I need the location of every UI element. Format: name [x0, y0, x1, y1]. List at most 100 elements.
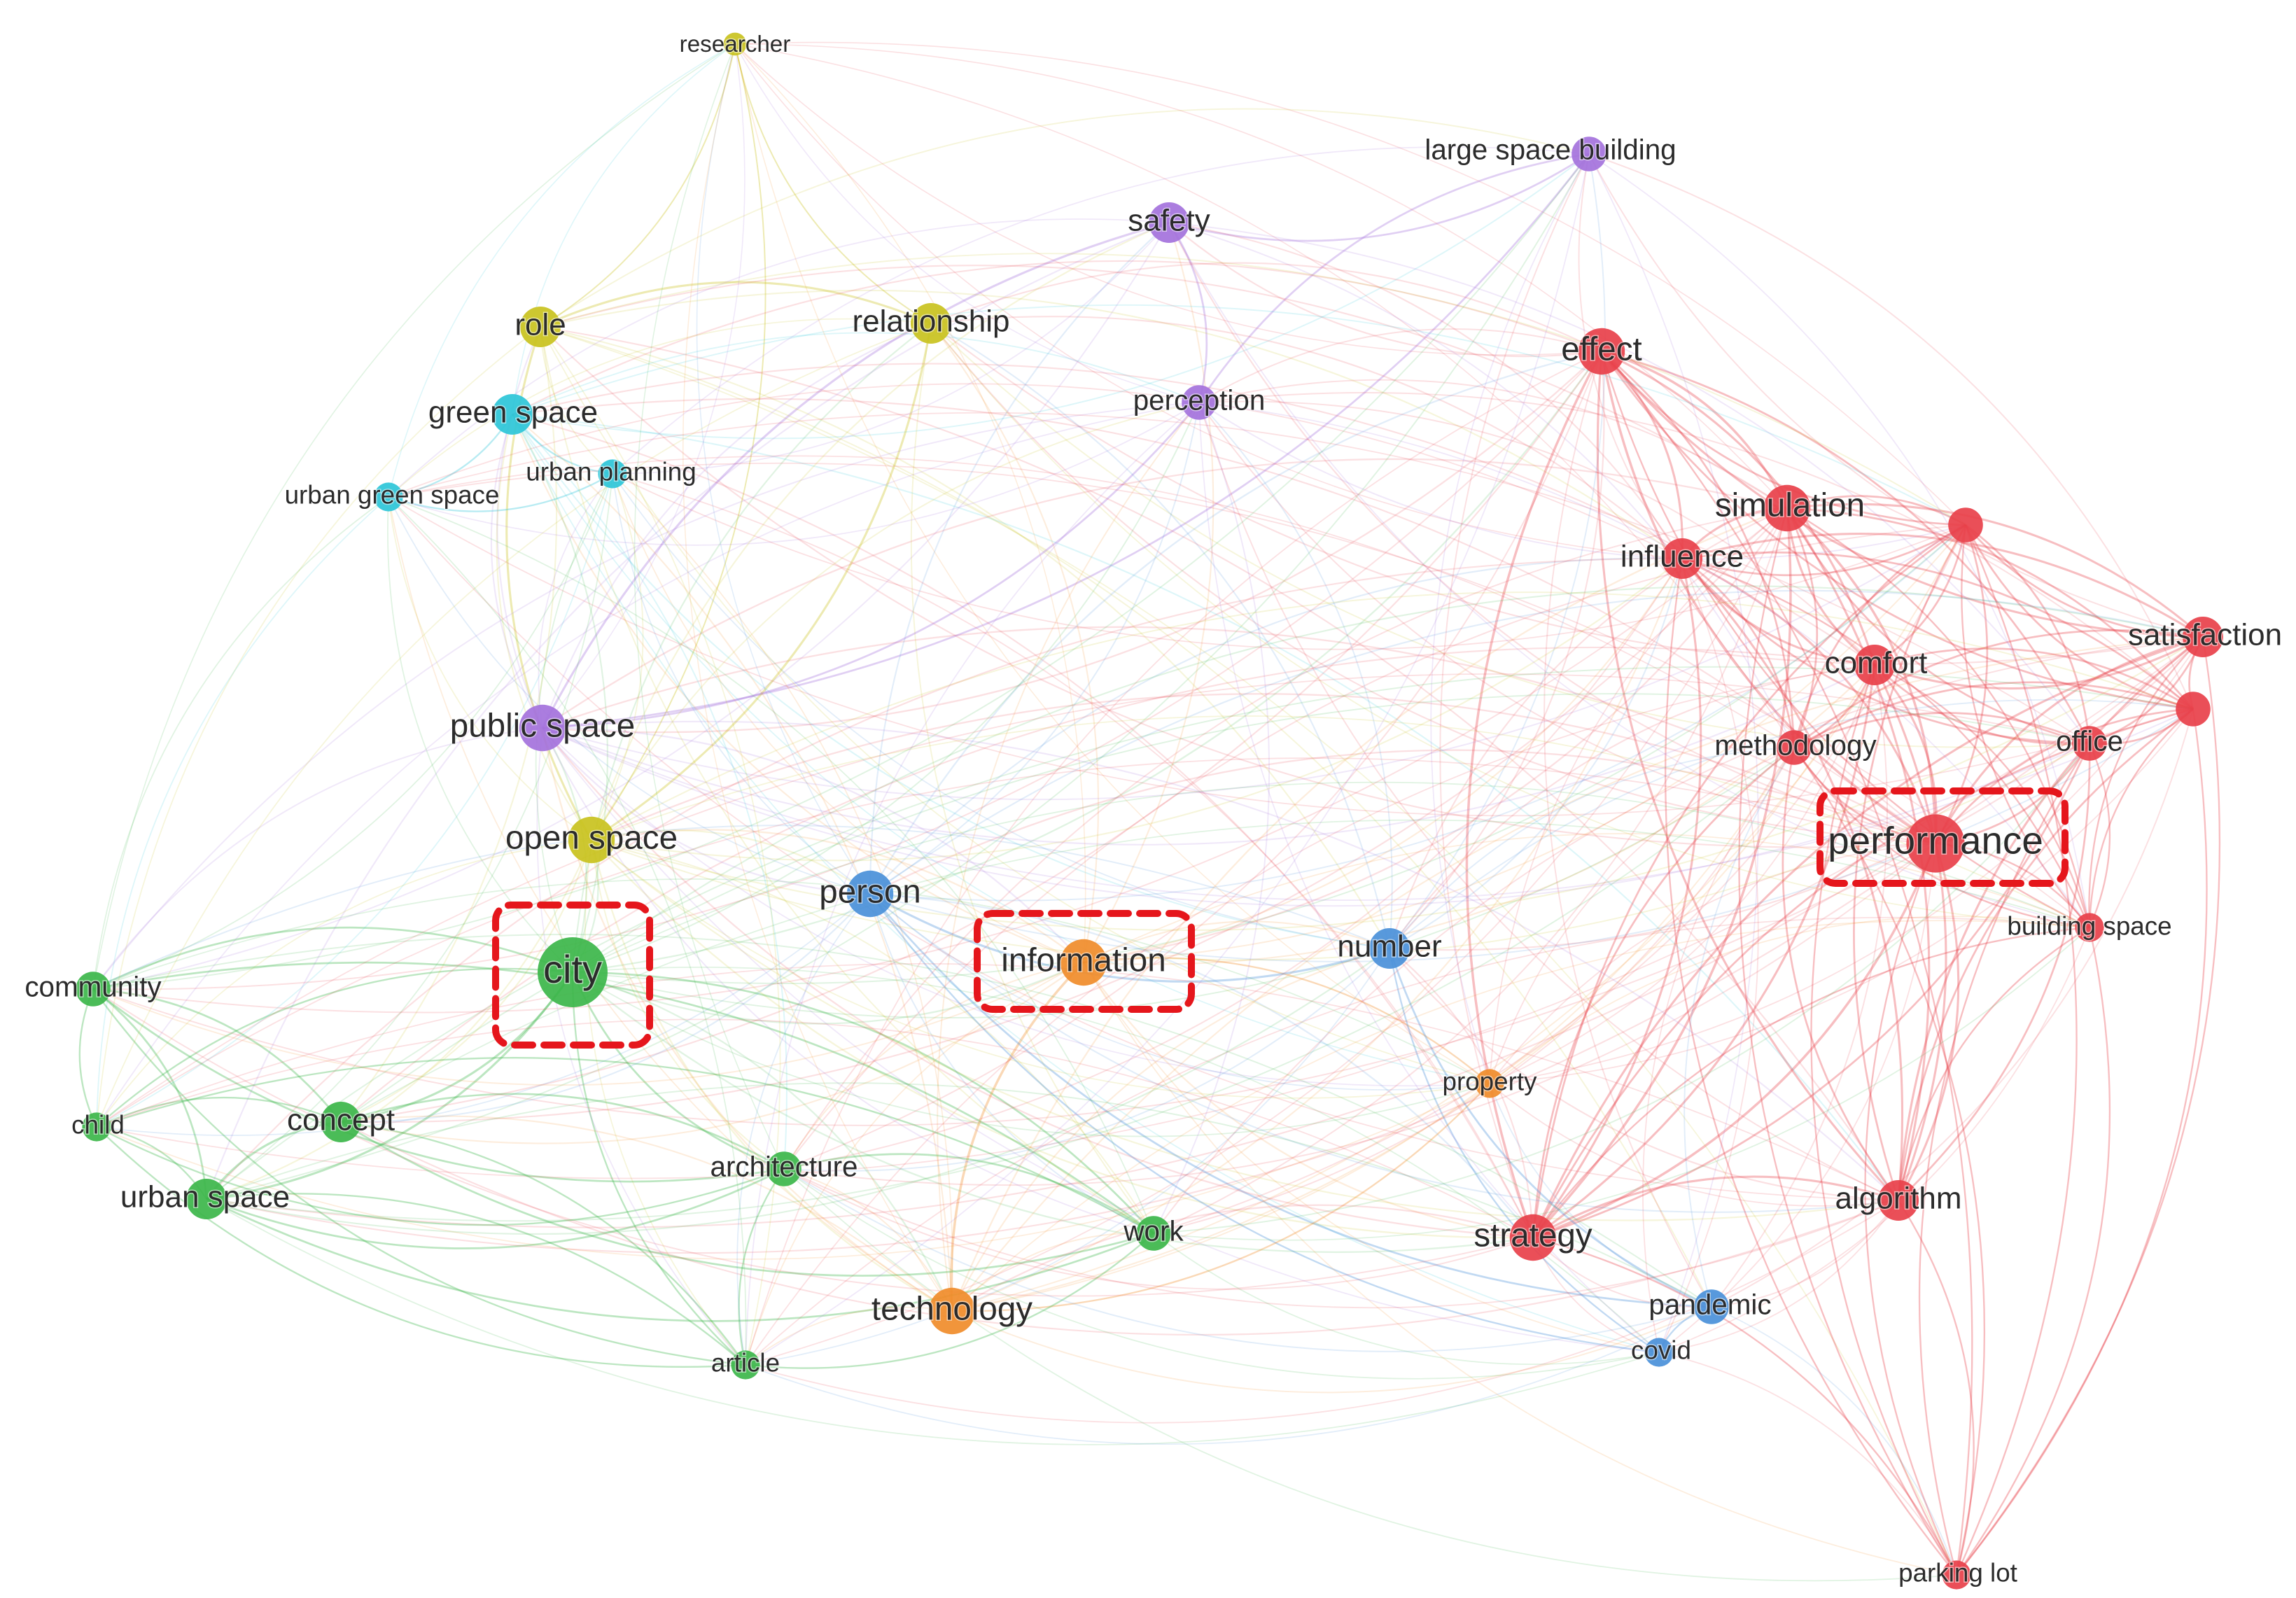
node-strategy[interactable]: [1509, 1214, 1557, 1261]
node-comfort[interactable]: [1854, 645, 1895, 685]
node-pandemic[interactable]: [1694, 1289, 1729, 1324]
edge-urban-planning-large-space-building: [612, 146, 1590, 475]
node-label-performance: performance: [1828, 818, 2043, 862]
node-information[interactable]: [1060, 939, 1107, 986]
edge-urban-green-space-work: [388, 496, 1154, 1234]
edge-effect-article: [745, 351, 1602, 1366]
edge-effect-building-space: [1600, 351, 2090, 929]
node-child[interactable]: [82, 1112, 111, 1142]
node-influence[interactable]: [1662, 538, 1702, 579]
edge-technology-methodology: [951, 747, 1795, 1312]
edge-public-space-office: [542, 727, 2090, 907]
node-unlabeled-red-1[interactable]: [1948, 507, 1983, 542]
edge-city-article: [571, 972, 746, 1366]
node-covid[interactable]: [1644, 1338, 1674, 1367]
edge-simulation-unlabeled-red-2: [1786, 507, 2194, 710]
node-effect[interactable]: [1578, 328, 1625, 375]
node-technology[interactable]: [928, 1287, 976, 1335]
node-role[interactable]: [520, 307, 561, 347]
edge-green-space-unlabeled-red-1: [512, 304, 1966, 526]
node-green-space[interactable]: [492, 394, 533, 435]
node-urban-green-space[interactable]: [374, 482, 403, 512]
edge-article-large-space-building: [745, 153, 1590, 1366]
edge-covid-performance: [1658, 843, 1936, 1353]
edge-city-community: [92, 926, 573, 990]
node-safety[interactable]: [1149, 202, 1189, 243]
edge-number-methodology: [1389, 747, 1795, 949]
edge-unlabeled-red-1-comfort: [1874, 524, 1967, 666]
node-satisfaction[interactable]: [2183, 617, 2223, 657]
edge-researcher-unlabeled-red-1: [734, 41, 1966, 526]
node-concept[interactable]: [321, 1102, 361, 1142]
edge-algorithm-child: [96, 963, 1899, 1201]
edge-technology-simulation: [951, 507, 1788, 1312]
edge-open-space-person: [591, 829, 871, 895]
edge-open-space-article: [584, 839, 746, 1366]
edge-influence-strategy: [1532, 558, 1702, 1238]
edge-open-space-work: [591, 839, 1154, 1234]
edge-satisfaction-property: [1489, 636, 2204, 1084]
edge-public-space-comfort: [542, 664, 1875, 846]
node-urban-planning[interactable]: [598, 459, 627, 489]
edge-influence-algorithm: [1681, 557, 1904, 1201]
node-relationship[interactable]: [911, 303, 951, 344]
node-public-space[interactable]: [519, 704, 566, 752]
edge-urban-green-space-safety: [388, 218, 1170, 498]
edge-work-simulation: [1153, 507, 1788, 1234]
node-community[interactable]: [76, 972, 111, 1007]
edge-child-concept: [96, 1096, 342, 1128]
node-parking-lot[interactable]: [1942, 1560, 1971, 1590]
edge-influence-building-space: [1681, 557, 2091, 928]
edge-effect-algorithm: [1596, 351, 1900, 1202]
node-perception[interactable]: [1182, 385, 1217, 420]
edge-methodology-building-space: [1793, 747, 2090, 929]
node-office[interactable]: [2072, 726, 2107, 761]
node-person[interactable]: [846, 870, 894, 918]
node-large-space-building[interactable]: [1572, 136, 1606, 171]
edge-methodology-parking-lot: [1793, 747, 1986, 1576]
edge-simulation-satisfaction: [1786, 503, 2204, 638]
edge-number-influence: [1389, 558, 1684, 949]
edge-urban-space-work: [206, 1198, 1154, 1322]
edge-unlabeled-red-1-unlabeled-red-2: [1964, 524, 2194, 710]
node-building-space[interactable]: [2075, 913, 2104, 942]
edge-number-covid: [1388, 948, 1660, 1353]
node-algorithm[interactable]: [1878, 1180, 1919, 1221]
edge-building-space-open-space: [591, 715, 2090, 928]
edge-performance-effect: [1600, 351, 1936, 845]
edge-person-strategy: [869, 892, 1534, 1238]
node-urban-space[interactable]: [186, 1179, 227, 1219]
edge-influence-satisfaction: [1681, 533, 2204, 638]
node-architecture[interactable]: [766, 1151, 802, 1186]
edge-simulation-building-space: [1786, 507, 2091, 928]
edge-unlabeled-red-1-person: [869, 524, 1966, 902]
edge-researcher-relationship: [734, 43, 932, 324]
edge-perception-unlabeled-red-1: [1198, 402, 1966, 560]
node-label-person: person: [819, 874, 921, 911]
node-open-space[interactable]: [568, 816, 615, 864]
node-property[interactable]: [1475, 1069, 1504, 1098]
edge-relationship-work: [910, 323, 1154, 1234]
node-article[interactable]: [731, 1350, 760, 1380]
edge-green-space-technology: [512, 414, 953, 1312]
edge-city-strategy: [572, 972, 1534, 1254]
edge-performance-community: [92, 843, 1936, 1126]
edge-performance-parking-lot: [1864, 843, 1958, 1576]
edge-covid-information: [1083, 962, 1660, 1353]
edge-urban-green-space-performance: [388, 455, 1936, 844]
node-work[interactable]: [1136, 1216, 1171, 1251]
node-methodology[interactable]: [1777, 730, 1812, 765]
node-simulation[interactable]: [1763, 484, 1811, 532]
edge-influence-urban-space: [206, 557, 1683, 1200]
edge-researcher-information: [734, 43, 1086, 963]
edge-technology-researcher: [682, 43, 953, 1312]
node-unlabeled-red-2[interactable]: [2176, 692, 2211, 727]
node-performance[interactable]: [1906, 814, 1965, 873]
node-city[interactable]: [538, 937, 608, 1007]
edge-safety-person: [869, 222, 1170, 895]
edge-information-unlabeled-red-1: [1083, 524, 1966, 963]
edge-unlabeled-red-1-influence: [1681, 524, 1966, 577]
edge-property-methodology: [1489, 747, 1795, 1084]
node-number[interactable]: [1369, 928, 1410, 969]
node-researcher[interactable]: [723, 32, 747, 56]
